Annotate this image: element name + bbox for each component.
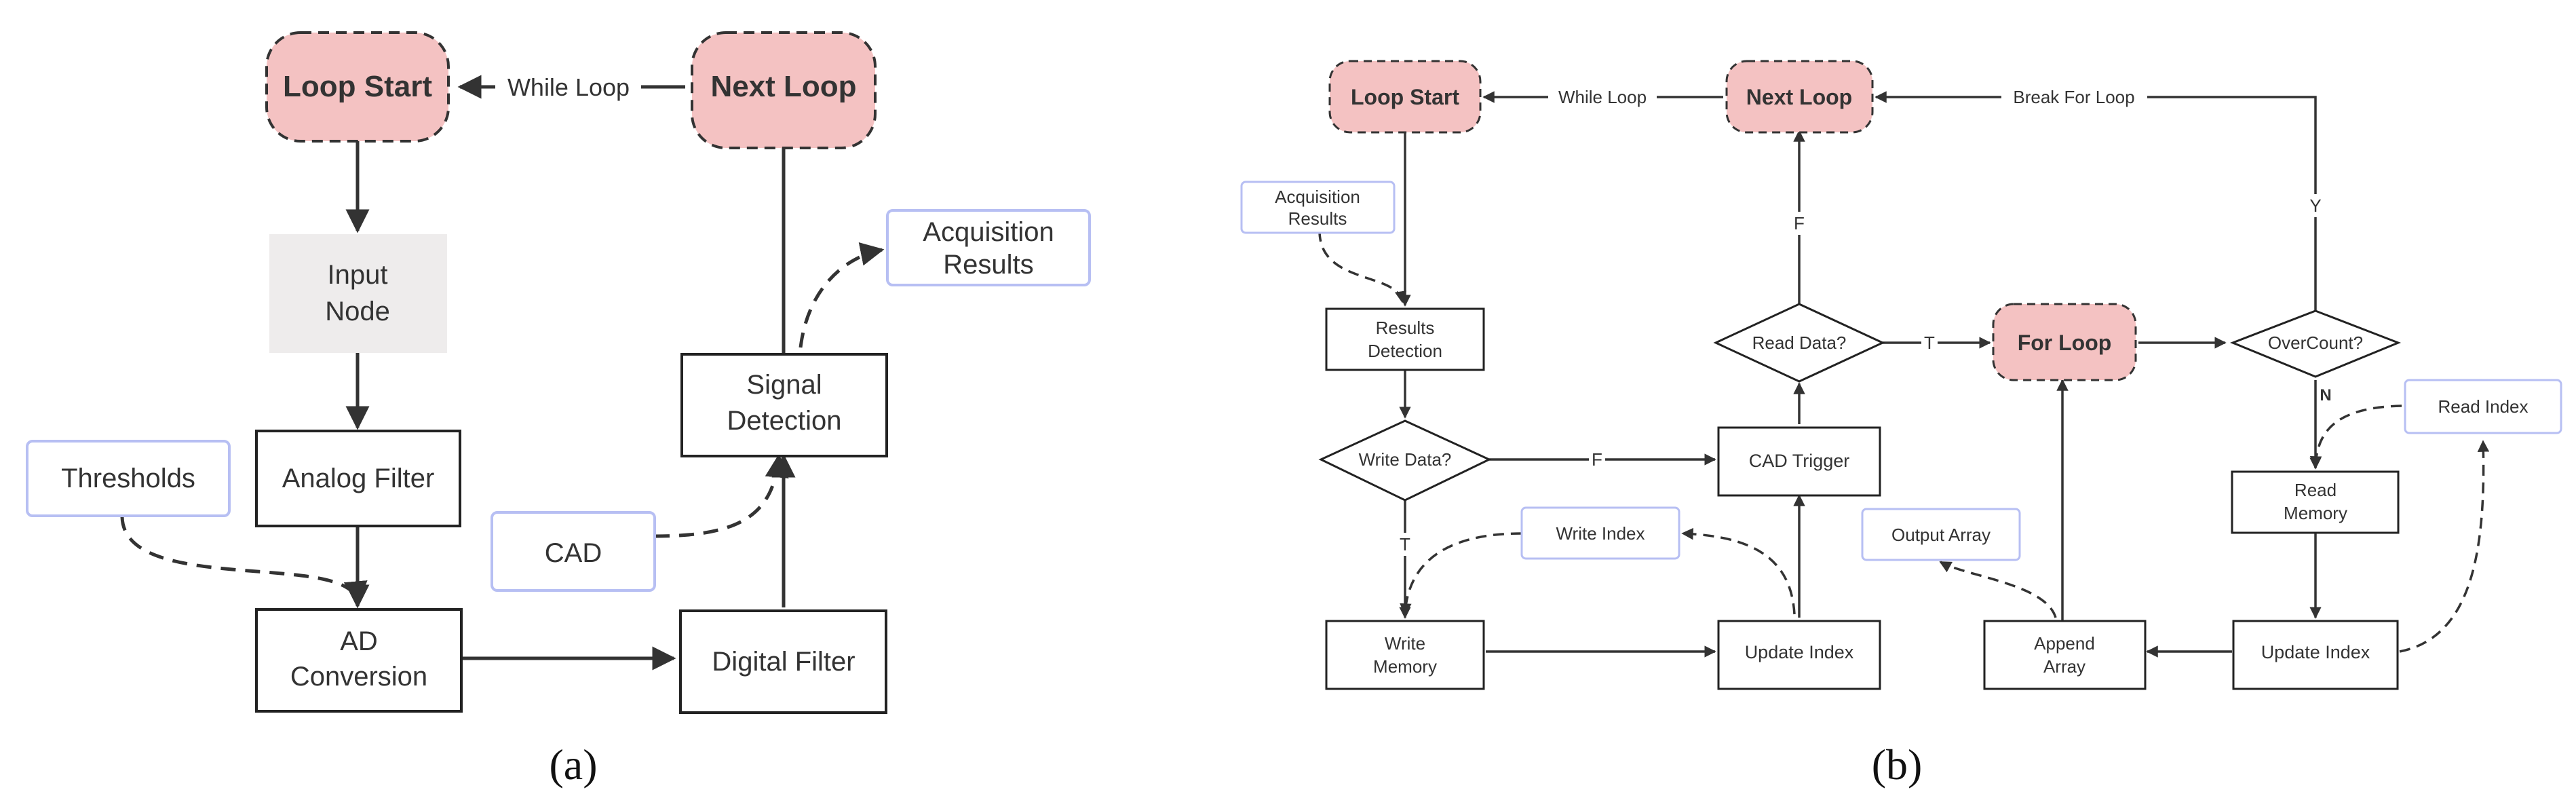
- b-y-label: Y: [2309, 195, 2321, 216]
- edge-b-update-to-readindex: [2399, 440, 2490, 653]
- b-update-index-right-node: [2232, 620, 2399, 690]
- b-read-index-label: Read Index: [2438, 396, 2529, 417]
- b-for-loop-node: [1992, 303, 2137, 381]
- acquisition-results-line1: Acquisition: [923, 217, 1054, 247]
- b-y-bg: [2307, 194, 2324, 217]
- edge-b-readindex-to-readmem: [2309, 404, 2402, 468]
- b-cad-trigger-label: CAD Trigger: [1749, 451, 1850, 471]
- b-cad-trigger-node: [1717, 426, 1881, 497]
- b-f-up-bg: [1791, 212, 1807, 235]
- b-t-down-label: T: [1400, 534, 1410, 554]
- b-acquisition-results-data: [1240, 181, 1396, 234]
- b-t-down-bg: [1397, 533, 1413, 556]
- b-break-for-loop-bg: [2001, 87, 2147, 109]
- b-while-loop-bg: [1548, 87, 1657, 109]
- edge-b-update-to-writeindex: [1681, 527, 1796, 615]
- analog-filter-node: [255, 430, 461, 527]
- b-f-up-label: F: [1794, 213, 1805, 233]
- b-acq-line2: Results: [1288, 208, 1347, 229]
- loop-start-label: Loop Start: [283, 70, 432, 103]
- loop-start-node: [265, 31, 450, 143]
- b-results-detection-line1: Results: [1376, 318, 1435, 338]
- b-write-memory-line1: Write: [1385, 633, 1425, 654]
- b-append-array-node: [1983, 620, 2147, 690]
- b-read-memory-line2: Memory: [2284, 503, 2347, 523]
- digital-filter-label: Digital Filter: [712, 647, 855, 677]
- b-loop-start-label: Loop Start: [1351, 85, 1459, 109]
- ad-conversion-line1: AD: [340, 626, 378, 656]
- b-read-data-decision: [1713, 303, 1885, 383]
- b-read-data-label: Read Data?: [1752, 333, 1847, 353]
- panel-b: While Loop Break For Loop F F T T Y N Lo…: [1240, 60, 2562, 789]
- edge-b-writeindex-to-memory: [1400, 532, 1522, 616]
- edge-b-acq-to-results: [1318, 230, 1407, 303]
- b-read-memory-line1: Read: [2294, 480, 2337, 500]
- next-loop-label: Next Loop: [710, 70, 856, 103]
- while-loop-label: While Loop: [507, 73, 630, 101]
- thresholds-data: [26, 440, 231, 517]
- acquisition-results-data: [886, 209, 1091, 286]
- b-results-detection-line2: Detection: [1368, 341, 1442, 361]
- b-update-index-left-node: [1717, 620, 1881, 690]
- b-t-right-bg: [1921, 331, 1938, 354]
- panel-b-edges: [1318, 91, 2490, 658]
- digital-filter-node: [679, 609, 887, 714]
- panel-a-sublabel: (a): [549, 740, 597, 789]
- input-node: [269, 234, 447, 353]
- b-loop-start-node: [1328, 60, 1482, 134]
- b-f-right-bg: [1589, 448, 1605, 471]
- b-break-for-loop-label: Break For Loop: [2013, 87, 2134, 107]
- input-node-line2: Node: [325, 297, 390, 326]
- b-n-label: N: [2320, 386, 2331, 404]
- b-write-data-label: Write Data?: [1359, 449, 1452, 470]
- b-t-right-label: T: [1924, 333, 1935, 353]
- panel-b-sublabel: (b): [1872, 740, 1923, 789]
- thresholds-label: Thresholds: [61, 464, 195, 493]
- edge-b-overcount-to-next: [1875, 91, 2317, 312]
- b-next-loop-label: Next Loop: [1746, 85, 1852, 109]
- signal-detection-line1: Signal: [746, 370, 822, 400]
- edge-thresholds-to-ad: [120, 515, 368, 605]
- signal-detection-line2: Detection: [727, 406, 842, 436]
- analog-filter-label: Analog Filter: [282, 464, 435, 493]
- b-f-right-label: F: [1592, 449, 1602, 470]
- ad-conversion-line2: Conversion: [290, 662, 427, 692]
- edge-cad-to-signal: [654, 453, 789, 538]
- b-for-loop-label: For Loop: [2018, 331, 2112, 355]
- next-loop-node: [691, 31, 877, 149]
- signal-detection-node: [680, 353, 888, 457]
- while-loop-label-bg: [495, 68, 641, 106]
- b-while-loop-label: While Loop: [1558, 87, 1647, 107]
- edge-signal-to-results: [799, 242, 885, 348]
- b-overcount-decision: [2229, 309, 2402, 378]
- b-write-index-label: Write Index: [1556, 523, 1645, 544]
- b-output-array-label: Output Array: [1891, 525, 1991, 545]
- panel-a: While Loop Loop Start Next Loop Input No…: [26, 31, 1091, 789]
- cad-data: [491, 511, 656, 592]
- b-read-index-data: [2404, 379, 2562, 434]
- b-write-index-data: [1520, 506, 1680, 560]
- b-update-index-right-label: Update Index: [2261, 642, 2370, 662]
- b-write-data-decision: [1318, 419, 1492, 502]
- ad-conversion-node: [255, 608, 463, 713]
- b-output-array-data: [1861, 508, 2021, 561]
- b-acq-line1: Acquisition: [1275, 187, 1360, 207]
- b-write-memory-line2: Memory: [1373, 656, 1437, 677]
- acquisition-results-line2: Results: [943, 250, 1033, 280]
- b-write-memory-node: [1325, 620, 1485, 690]
- b-append-array-line2: Array: [2043, 656, 2085, 677]
- input-node-line1: Input: [328, 260, 388, 290]
- b-update-index-left-label: Update Index: [1745, 642, 1854, 662]
- cad-label: CAD: [545, 538, 602, 568]
- b-results-detection-node: [1325, 307, 1485, 371]
- b-append-array-line1: Append: [2034, 633, 2095, 654]
- b-overcount-label: OverCount?: [2268, 333, 2363, 353]
- b-read-memory-node: [2231, 470, 2400, 534]
- b-next-loop-node: [1725, 60, 1874, 134]
- edge-b-append-to-output: [1939, 561, 2057, 618]
